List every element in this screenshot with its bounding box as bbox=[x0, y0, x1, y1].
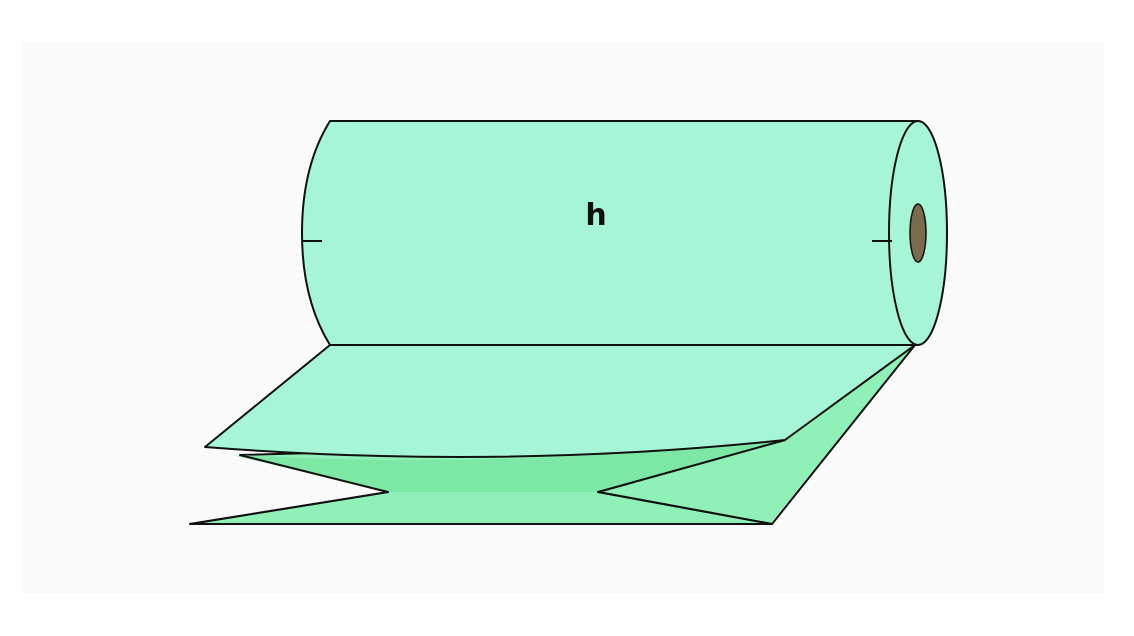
roll-body bbox=[301, 120, 919, 346]
unrolled-film-right-edge bbox=[771, 344, 916, 525]
roll-core bbox=[909, 203, 927, 263]
height-label: h bbox=[585, 198, 606, 233]
unrolled-film-upper-sheet bbox=[204, 344, 916, 458]
gusset-right-notch bbox=[597, 439, 786, 525]
gusset-left-notch bbox=[189, 454, 389, 525]
gusset-fold-center bbox=[240, 440, 785, 492]
